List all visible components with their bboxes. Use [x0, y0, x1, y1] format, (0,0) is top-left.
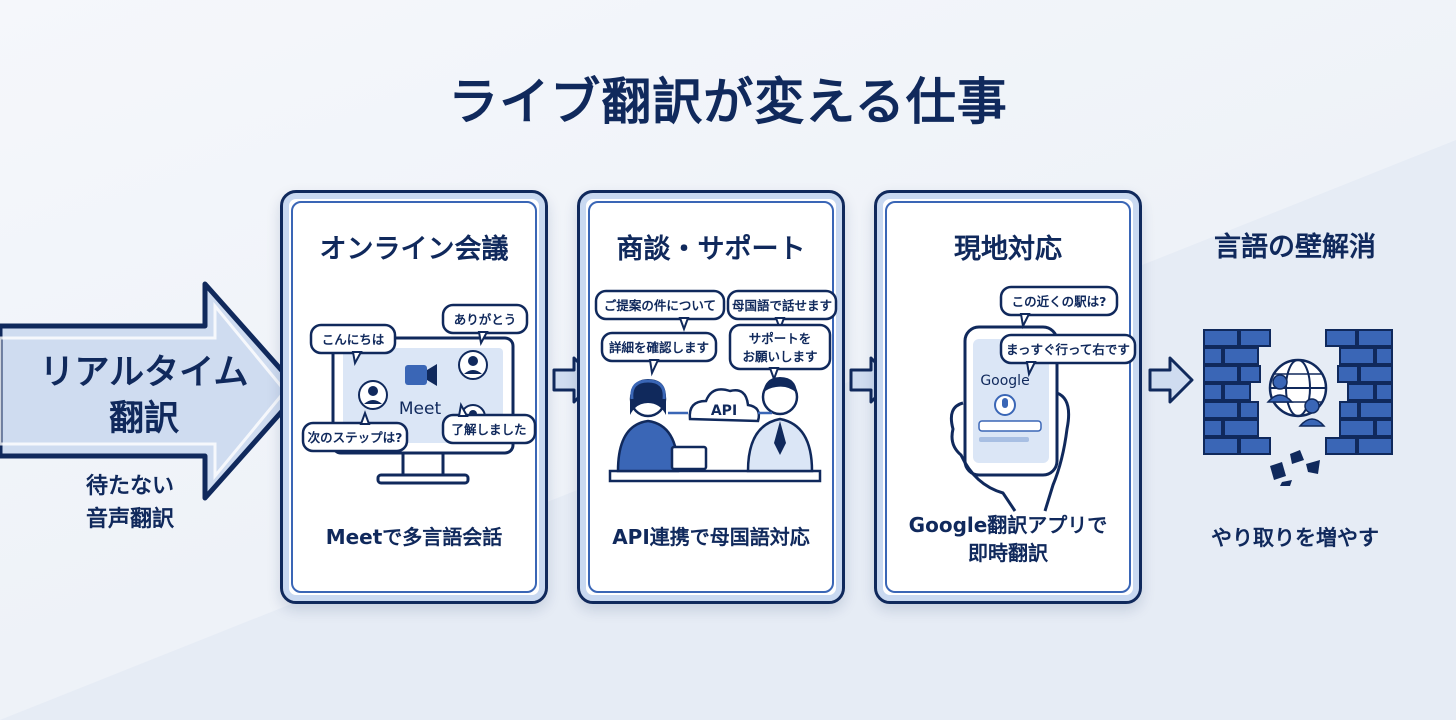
- meet-label: Meet: [399, 399, 442, 419]
- speech-bubble: こんにちは: [309, 323, 397, 366]
- hand-icon: [949, 391, 1071, 512]
- flow-arrow-icon: [1148, 356, 1194, 404]
- card-business-support: 商談・サポート API ご提案の件について: [577, 190, 845, 604]
- operator-with-headset-icon: [616, 379, 708, 473]
- support-illustration: API ご提案の件について 母国語で話せます 詳細を確認します サポートを お願…: [594, 289, 838, 483]
- card-title: オンライン会議: [319, 234, 509, 265]
- broken-wall-icon: [1203, 329, 1393, 486]
- bubble-text: サポートを: [749, 331, 812, 346]
- customer-icon: [746, 377, 814, 473]
- outcome-caption: やり取りを増やす: [1211, 526, 1379, 550]
- card-inner-border: [885, 201, 1131, 593]
- intro-label-line-2: 翻訳: [108, 399, 179, 439]
- speech-bubble: 了解しました: [441, 402, 537, 445]
- bubble-text: お願いします: [742, 349, 817, 364]
- card-caption-line: Google翻訳アプリで: [908, 513, 1108, 537]
- api-cloud-icon: API: [668, 388, 772, 423]
- speech-bubble: ご提案の件について: [594, 289, 726, 332]
- card-caption-line: 即時翻訳: [968, 541, 1048, 565]
- microphone-icon: [1002, 398, 1008, 408]
- participant-icon-left: [358, 380, 388, 410]
- google-label: Google: [980, 373, 1029, 389]
- card-caption: Meetで多言語会話: [283, 523, 545, 551]
- meeting-illustration: Meet こんにちは ありがとう 次のステップは? 了解しました: [301, 303, 537, 485]
- api-label: API: [711, 403, 737, 419]
- card-caption-line: API連携で母国語対応: [612, 525, 810, 549]
- page-title: ライブ翻訳が変える仕事: [448, 73, 1008, 131]
- speech-bubble: この近くの駅は?: [999, 285, 1119, 330]
- bubble-text: この近くの駅は?: [1012, 294, 1107, 309]
- speech-bubble: 次のステップは?: [301, 410, 409, 453]
- speech-bubble: 母国語で話せます: [726, 289, 838, 332]
- card-online-meeting: オンライン会議 Meet: [280, 190, 548, 604]
- bubble-text: 次のステップは?: [308, 430, 403, 445]
- card-caption: Google翻訳アプリで 即時翻訳: [877, 511, 1139, 567]
- intro-sublabel: 待たない 音声翻訳: [60, 470, 200, 536]
- bubble-text: ありがとう: [454, 312, 517, 327]
- card-on-site: 現地対応 Google この近くの駅は? まっすぐ行って右です: [874, 190, 1142, 604]
- outcome-title: 言語の壁解消: [1214, 232, 1376, 263]
- card-inner-border: [588, 201, 834, 593]
- intro-sub-line-1: 待たない: [85, 474, 174, 499]
- speech-bubble: 詳細を確認します: [600, 331, 718, 377]
- card-title: 商談・サポート: [616, 234, 806, 265]
- bubble-text: 了解しました: [451, 422, 526, 437]
- card-title: 現地対応: [954, 234, 1062, 265]
- bubble-text: まっすぐ行って右です: [1006, 342, 1130, 357]
- bubble-text: ご提案の件について: [604, 298, 716, 313]
- bubble-text: 母国語で話せます: [732, 298, 832, 313]
- card-caption: API連携で母国語対応: [580, 523, 842, 551]
- participant-icon-right: [458, 350, 488, 380]
- realtime-arrow: [0, 281, 303, 501]
- bubble-text: 詳細を確認します: [609, 340, 709, 355]
- speech-bubble: ありがとう: [441, 303, 529, 346]
- people-icon: [1266, 374, 1326, 427]
- meet-logo-icon: [405, 364, 437, 386]
- speech-bubble: まっすぐ行って右です: [999, 333, 1137, 378]
- bubble-text: こんにちは: [322, 332, 385, 347]
- card-inner-border: [291, 201, 537, 593]
- card-caption-line: Meetで多言語会話: [325, 525, 503, 549]
- intro-label: リアルタイム 翻訳: [28, 350, 260, 442]
- intro-sub-line-2: 音声翻訳: [85, 507, 174, 532]
- smartphone-icon: Google: [963, 325, 1059, 477]
- speech-bubble: サポートを お願いします: [728, 323, 832, 382]
- smartphone-illustration: Google この近くの駅は? まっすぐ行って右です: [949, 285, 1137, 512]
- intro-label-line-1: リアルタイム: [39, 353, 249, 393]
